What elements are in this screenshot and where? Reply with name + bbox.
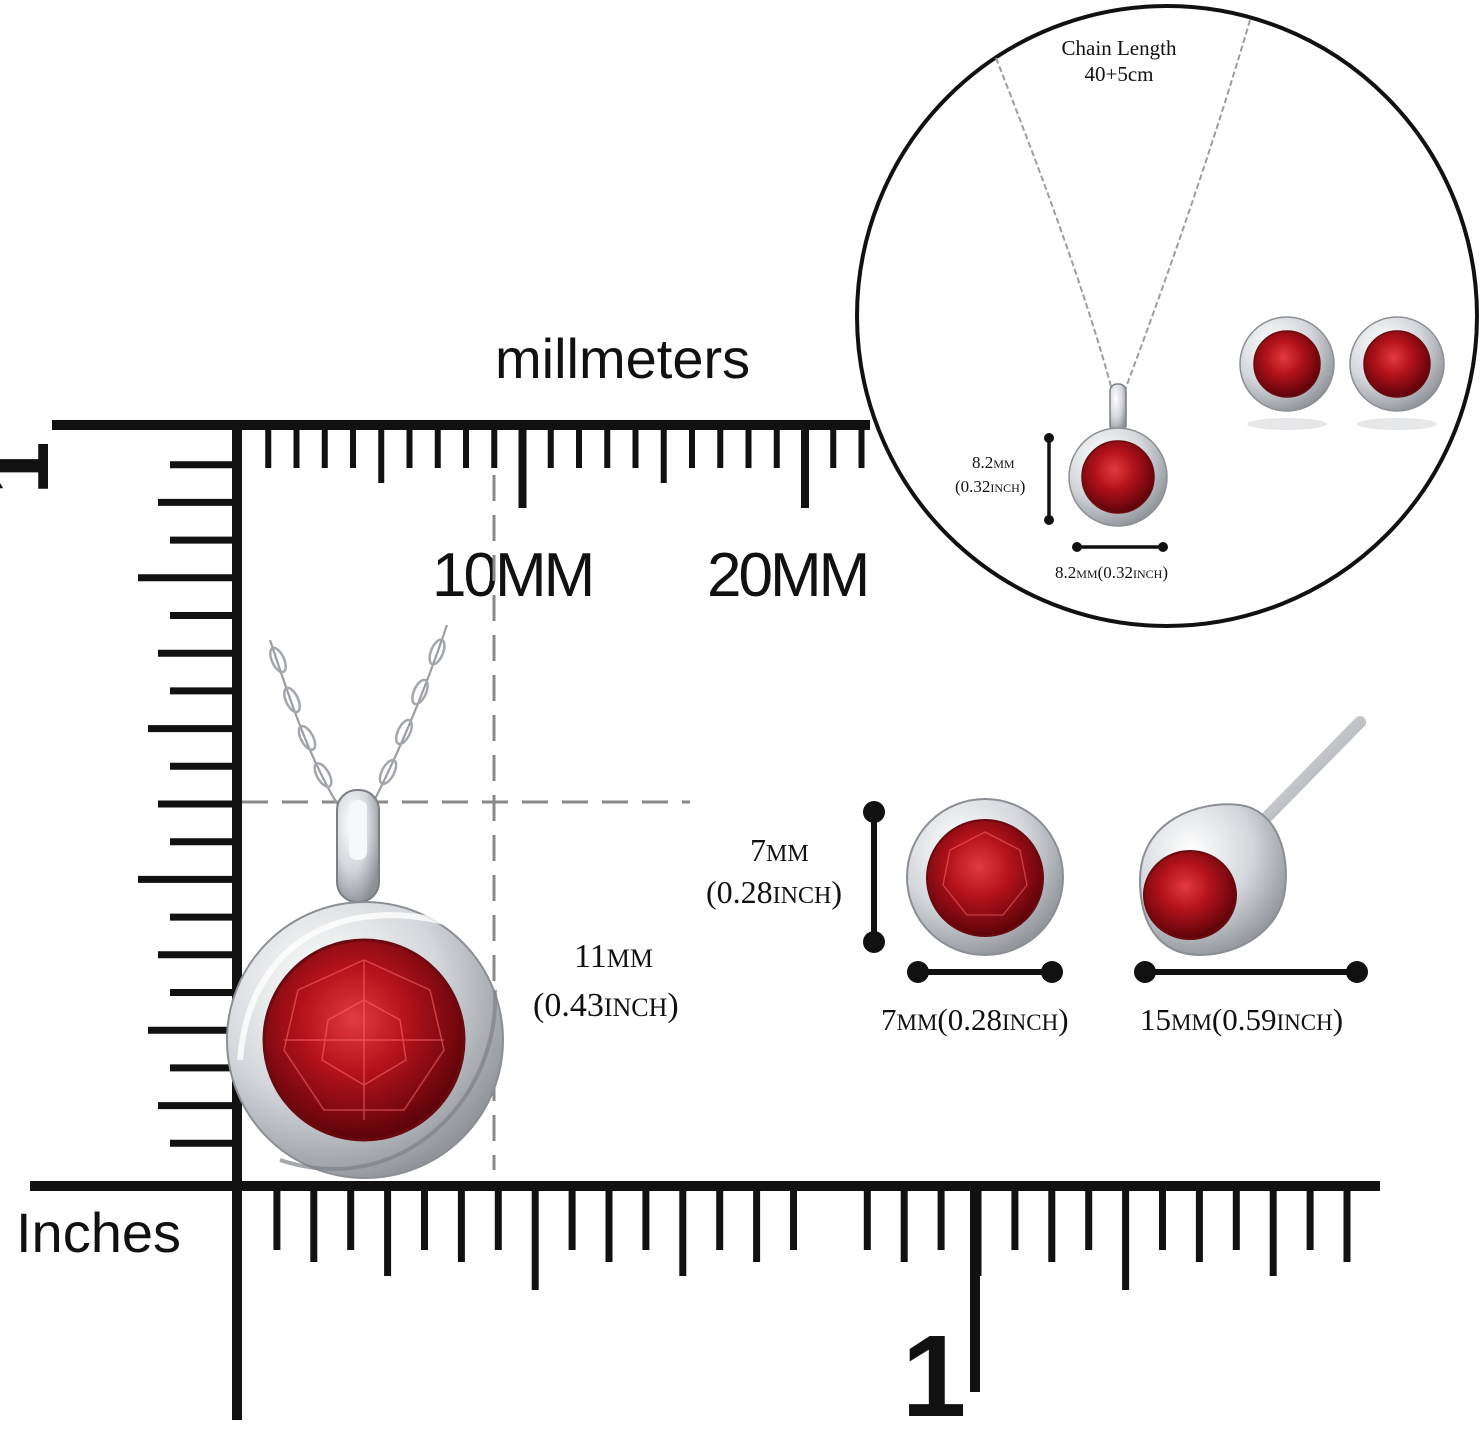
inset-chain bbox=[995, 19, 1251, 391]
inset-pendant bbox=[1068, 383, 1168, 527]
pendant-height-inch: (0.43INCH) bbox=[533, 987, 679, 1024]
earring-height-mm: 7MM bbox=[750, 832, 809, 868]
pendant-size-label: 11MM (0.43INCH) bbox=[533, 938, 679, 1024]
ruler-inch-mark-top: 1 bbox=[0, 441, 69, 494]
inset-height-inch: (0.32INCH) bbox=[955, 477, 1025, 496]
inset-earring-left bbox=[1239, 316, 1335, 430]
earring-height-bar bbox=[863, 801, 885, 953]
ruler-inch-mark-bottom: 1 bbox=[902, 1311, 967, 1430]
earring-height-inch: (0.28INCH) bbox=[706, 874, 842, 910]
inset-frame bbox=[855, 4, 1479, 628]
bottom-inch-ticks bbox=[273, 1190, 1351, 1392]
earring-width-label: 7MM(0.28INCH) bbox=[881, 1002, 1069, 1037]
ruler-left-label: Inches bbox=[16, 1201, 181, 1264]
earring-height-label: 7MM (0.28INCH) bbox=[706, 832, 842, 910]
inset-width-bar bbox=[1072, 542, 1168, 552]
inset-detail: Chain Length 40+5cm bbox=[855, 4, 1479, 628]
mm-ticks bbox=[265, 428, 865, 508]
earring-length-label: 15MM(0.59INCH) bbox=[1140, 1002, 1343, 1037]
ruler-top-label: millmeters bbox=[495, 327, 750, 390]
inset-chain-title: Chain Length bbox=[1062, 36, 1177, 60]
ruler-mm-mark-20: 20MM bbox=[707, 541, 867, 610]
ruler-mm-mark-10: 10MM bbox=[432, 541, 592, 610]
earring-width-bar bbox=[907, 961, 1063, 983]
earring-front-photo bbox=[906, 798, 1064, 956]
pendant-photo bbox=[226, 624, 504, 1179]
inset-height-bar bbox=[1044, 433, 1054, 525]
inset-height-mm: 8.2MM bbox=[972, 453, 1015, 472]
inset-width-label: 8.2MM(0.32INCH) bbox=[1055, 563, 1168, 582]
inset-chain-value: 40+5cm bbox=[1085, 62, 1154, 86]
left-inch-ticks bbox=[138, 461, 234, 1147]
pendant-chain bbox=[268, 624, 449, 806]
earring-side-photo bbox=[1138, 716, 1366, 957]
pendant-height-mm: 11MM bbox=[574, 938, 653, 975]
earring-length-bar bbox=[1134, 961, 1368, 983]
inset-earring-right bbox=[1349, 316, 1445, 430]
